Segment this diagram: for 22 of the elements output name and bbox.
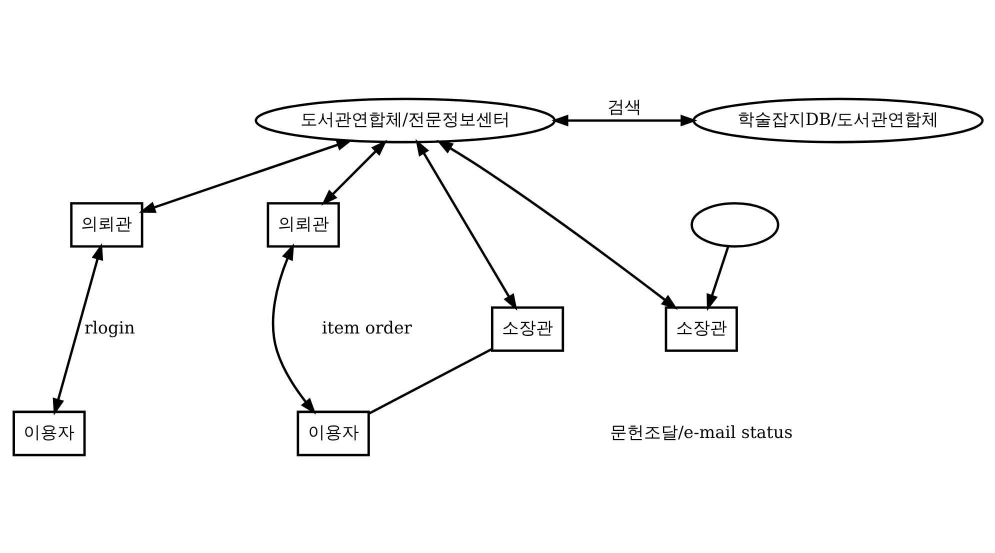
node-ellipse	[690, 202, 779, 248]
node-box: 이용자	[296, 410, 370, 456]
node-box: 의뢰관	[266, 202, 340, 248]
arrow	[138, 138, 353, 212]
arrow	[415, 138, 517, 310]
arrow	[320, 139, 387, 206]
label: item order	[321, 317, 412, 338]
arrow	[436, 139, 678, 310]
node-box: 소장관	[664, 306, 738, 352]
node-box: 소장관	[490, 306, 564, 352]
arrow	[271, 242, 316, 414]
edge-label: 검색	[606, 96, 641, 116]
node-ellipse: 도서관연합체/전문정보센터	[254, 97, 556, 143]
arrow	[706, 245, 729, 310]
node-ellipse: 학술잡지DB/도서관연합체	[692, 97, 984, 143]
label: 문헌조달/e-mail status	[610, 421, 792, 442]
arrow	[52, 242, 103, 415]
node-box: 이용자	[12, 410, 86, 456]
arrow	[550, 114, 697, 126]
edge-label: rlogin	[84, 317, 134, 338]
connector	[368, 347, 492, 414]
node-box: 의뢰관	[70, 202, 143, 248]
